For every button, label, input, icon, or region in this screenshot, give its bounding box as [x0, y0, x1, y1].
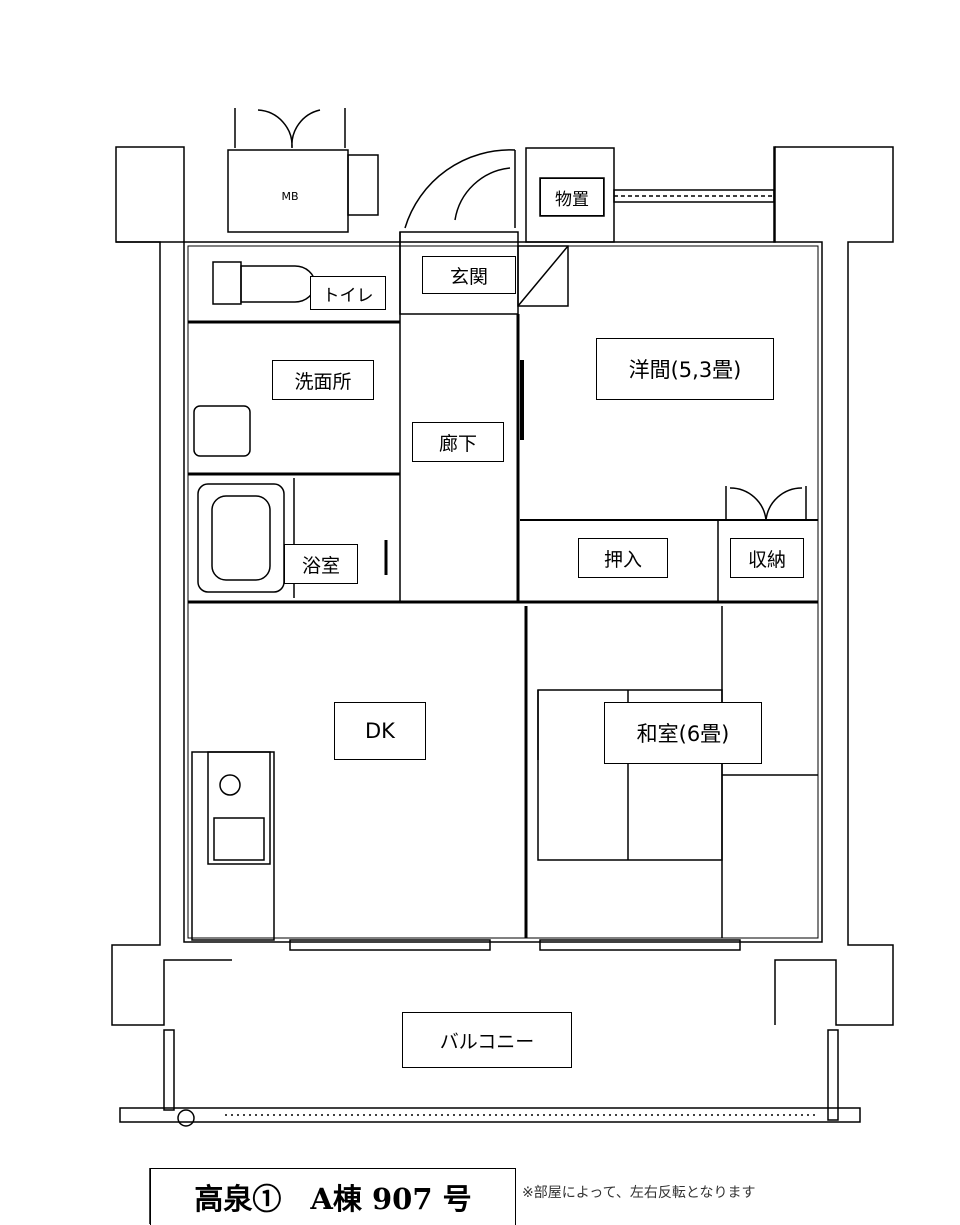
label-japanese-room: 和室(6畳)	[604, 702, 762, 764]
outer-wall-right	[774, 146, 894, 1026]
label-storage-shed: 物置	[540, 178, 604, 216]
label-balcony: バルコニー	[402, 1012, 572, 1068]
label-toilet: トイレ	[310, 276, 386, 310]
outer-wall-left	[111, 241, 232, 1026]
label-mb: MB	[281, 189, 299, 203]
label-oshiire: 押入	[578, 538, 668, 578]
label-hallway: 廊下	[412, 422, 504, 462]
label-western-room: 洋間(5,3畳)	[596, 338, 774, 400]
unit-boundary	[183, 241, 823, 943]
mirror-note: ※部屋によって、左右反転となります	[522, 1185, 756, 1201]
label-washroom: 洗面所	[272, 360, 374, 400]
outer-wall	[115, 146, 185, 243]
unit-title: 高泉① A棟 907 号	[150, 1168, 516, 1225]
label-dk: DK	[334, 702, 426, 760]
label-closet: 収納	[730, 538, 804, 578]
label-bathroom: 浴室	[284, 544, 358, 584]
label-genkan: 玄関	[422, 256, 516, 294]
